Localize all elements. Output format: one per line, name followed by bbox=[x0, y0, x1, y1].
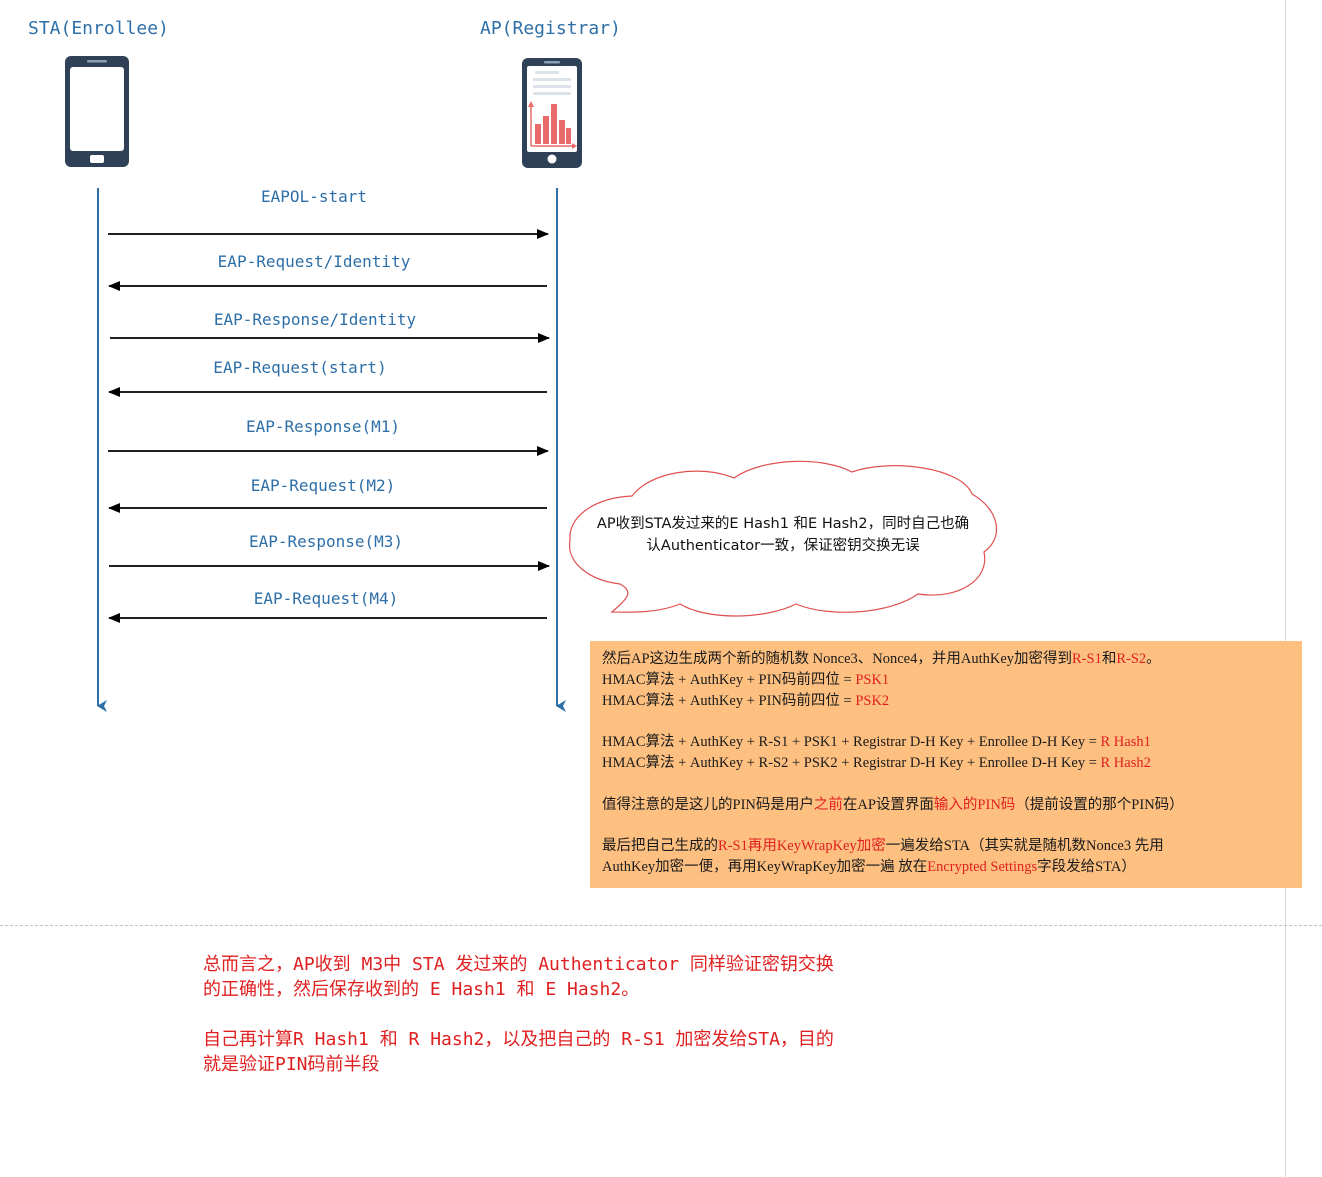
sta-lane-title: STA(Enrollee) bbox=[28, 18, 169, 39]
note-line: HMAC算法 + AuthKey + R-S1 + PSK1 + Registr… bbox=[602, 734, 1151, 751]
note-line: HMAC算法 + AuthKey + R-S2 + PSK2 + Registr… bbox=[602, 754, 1151, 771]
callout-text: AP收到STA发过来的E Hash1 和E Hash2，同时自己也确 认Auth… bbox=[568, 513, 998, 557]
note-spacer bbox=[602, 815, 1292, 836]
section-divider bbox=[0, 925, 1322, 926]
callout-cloud bbox=[568, 460, 998, 617]
summary-paragraph-1: 总而言之，AP收到 M3中 STA 发过来的 Authenticator 同样验… bbox=[203, 952, 834, 1002]
summary-line: 自己再计算R Hash1 和 R Hash2，以及把自己的 R-S1 加密发给S… bbox=[203, 1029, 834, 1050]
message-label: EAP-Response(M1) bbox=[245, 417, 401, 436]
callout-line: 认Authenticator一致，保证密钥交换无误 bbox=[646, 538, 920, 554]
page-border bbox=[1285, 0, 1286, 1177]
note-line: HMAC算法 + AuthKey + PIN码前四位 = PSK2 bbox=[602, 692, 890, 709]
summary-line: 的正确性，然后保存收到的 E Hash1 和 E Hash2。 bbox=[203, 979, 640, 1000]
message-label: EAP-Request(start) bbox=[213, 358, 387, 377]
note-spacer bbox=[602, 711, 1292, 732]
note-line: 然后AP这边生成两个新的随机数 Nonce3、Nonce4，并用AuthKey加… bbox=[602, 651, 1161, 667]
message-label: EAP-Response/Identity bbox=[213, 310, 417, 329]
callout-line: AP收到STA发过来的E Hash1 和E Hash2，同时自己也确 bbox=[596, 516, 970, 532]
smartphone-icon bbox=[65, 56, 129, 167]
summary-line: 就是验证PIN码前半段 bbox=[203, 1054, 380, 1075]
smartphone-chart-icon bbox=[522, 58, 582, 168]
summary-paragraph-2: 自己再计算R Hash1 和 R Hash2，以及把自己的 R-S1 加密发给S… bbox=[203, 1027, 834, 1077]
message-label: EAP-Request(M4) bbox=[253, 589, 399, 608]
note-spacer bbox=[602, 774, 1292, 795]
message-label: EAPOL-start bbox=[261, 187, 367, 206]
message-label: EAP-Request(M2) bbox=[250, 476, 396, 495]
note-line: 最后把自己生成的R-S1再用KeyWrapKey加密一遍发给STA（其实就是随机… bbox=[602, 838, 1164, 855]
message-label: EAP-Response(M3) bbox=[248, 532, 404, 551]
note-line: 值得注意的是这儿的PIN码是用户之前在AP设置界面输入的PIN码（提前设置的那个… bbox=[602, 796, 1184, 813]
note-line: HMAC算法 + AuthKey + PIN码前四位 = PSK1 bbox=[602, 671, 890, 688]
explanation-note: 然后AP这边生成两个新的随机数 Nonce3、Nonce4，并用AuthKey加… bbox=[590, 641, 1302, 888]
ap-lane-title: AP(Registrar) bbox=[480, 18, 621, 39]
message-label: EAP-Request/Identity bbox=[217, 252, 411, 271]
summary-line: 总而言之，AP收到 M3中 STA 发过来的 Authenticator 同样验… bbox=[203, 954, 834, 975]
note-line: AuthKey加密一便，再用KeyWrapKey加密一遍 放在Encrypted… bbox=[602, 858, 1136, 875]
